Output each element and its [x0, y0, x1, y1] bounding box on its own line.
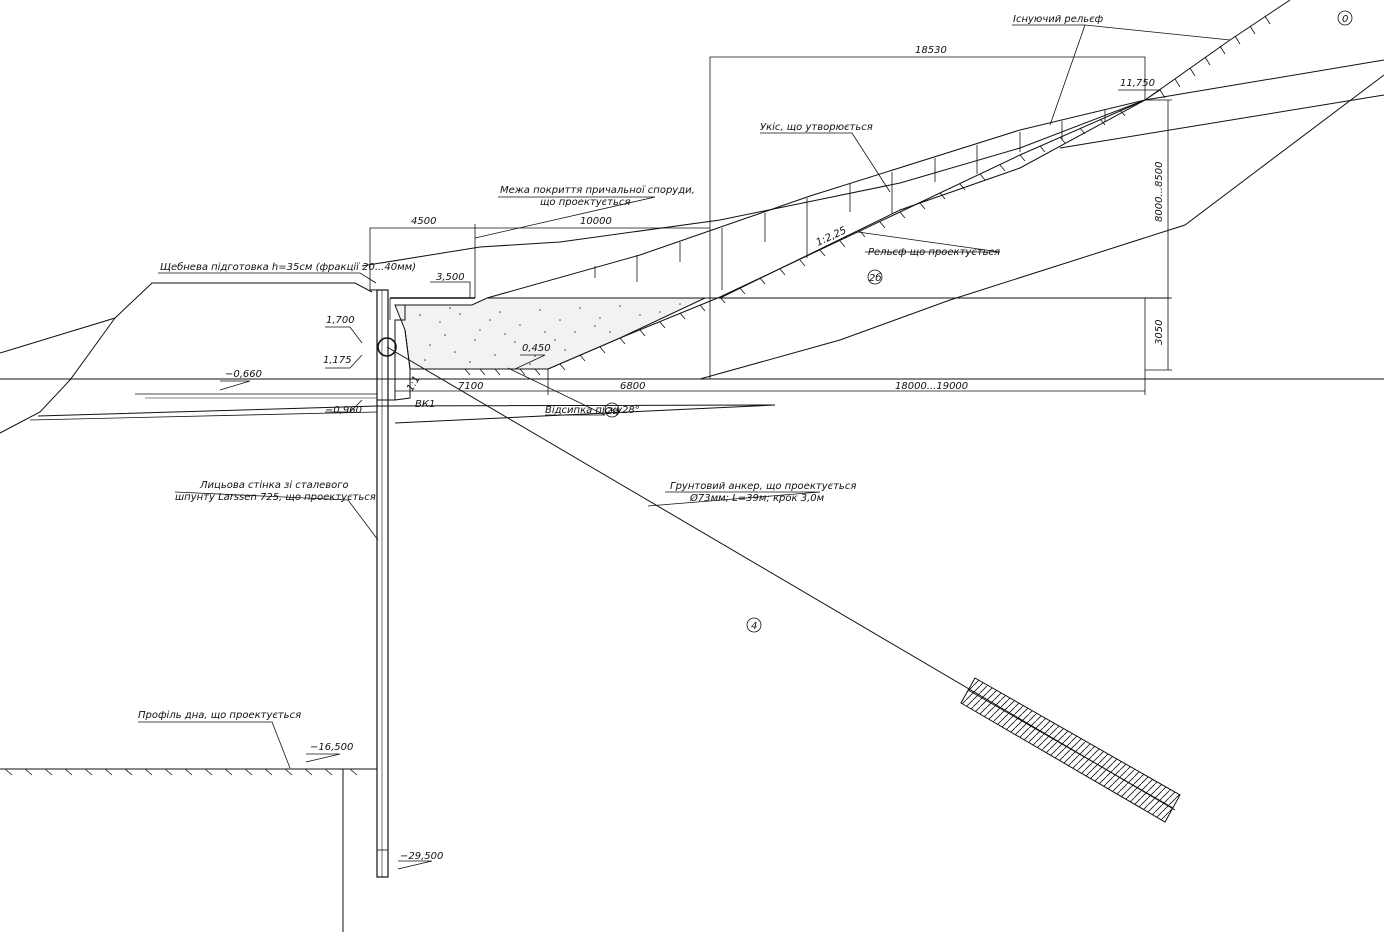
anchor-node	[377, 337, 397, 357]
elev-m16500: −16,500	[310, 742, 353, 753]
elev-0450: 0,450	[522, 343, 551, 354]
dim-frame-4500	[369, 227, 710, 290]
label-wall-1: Лицьова стінка зі сталевого	[199, 479, 349, 491]
dim-3050: 3050	[1154, 320, 1165, 345]
dim-8000: 8000...8500	[1154, 162, 1165, 222]
leader-lines	[138, 24, 1231, 769]
label-anchor-1: Грунтовий анкер, що проектується	[670, 481, 856, 492]
elev-m0960: −0,960	[325, 405, 362, 416]
label-coverage-1: Межа покриття причальної споруди,	[500, 185, 695, 196]
sheet-pile-wall	[376, 289, 389, 878]
label-coverage-2: що проектується	[540, 197, 630, 208]
label-slope-formed: Укіс, що утворюється	[760, 121, 873, 133]
elevation-marks	[219, 89, 1162, 870]
existing-relief-left-lower	[0, 317, 116, 434]
designed-relief-hatch	[559, 109, 1126, 371]
elev-m0660: −0,660	[225, 369, 262, 380]
anchor-grout-body	[960, 677, 1181, 823]
sand-dots	[419, 303, 681, 365]
elev-11750: 11,750	[1120, 78, 1155, 89]
relief-line-right-3	[699, 74, 1384, 380]
elev-1700: 1,700	[326, 315, 355, 326]
elev-3500: 3,500	[436, 272, 465, 283]
label-bottom-profile: Профіль дна, що проектується	[138, 709, 301, 721]
slope-formed	[486, 99, 1146, 299]
dim-6800: 6800	[620, 381, 645, 392]
label-slope-ratio-2: 1:1	[405, 374, 423, 393]
label-sand-fill: Відсипка піску	[545, 404, 623, 416]
relief-ticks	[1159, 15, 1271, 99]
dim-4500: 4500	[411, 216, 436, 227]
dim-frame-18530	[709, 56, 1146, 379]
label-gravel: Щебнева підготовка h=35см (фракції 20...…	[160, 261, 416, 273]
dim-10000: 10000	[580, 216, 612, 227]
anchor-grout-center	[967, 689, 1174, 809]
marker-2b	[867, 269, 883, 285]
label-anchor-2: Ø73мм; L=39м; крок 3,0м	[689, 492, 825, 504]
elev-1175: 1,175	[323, 355, 352, 366]
sand-fill-area	[394, 297, 706, 370]
ground-seg-hatch	[464, 368, 541, 376]
label-node-vk1: ВК1	[415, 399, 435, 410]
relief-line-right-2	[1144, 59, 1384, 101]
dim-7100: 7100	[458, 381, 483, 392]
slope-formed-ticks	[594, 110, 1106, 290]
label-wall-2: шпунту Larssen 725, що проектується	[175, 492, 376, 503]
label-angle: 28°	[622, 405, 640, 416]
sand-wedge	[37, 404, 776, 424]
marker-2b-text: 2б	[869, 272, 882, 284]
sand-wedge-2	[29, 411, 378, 421]
existing-relief-left	[0, 282, 373, 354]
marker-0	[1337, 10, 1353, 26]
existing-relief	[361, 0, 1291, 267]
bottom-hatch	[4, 768, 358, 776]
elev-m29500: −29,500	[400, 851, 443, 862]
marker-2a	[604, 402, 620, 418]
marker-4	[746, 617, 762, 633]
marker-0-text: 0	[1342, 14, 1348, 25]
dim-18000: 18000...19000	[895, 381, 968, 392]
label-existing-relief: Існуючий рельєф	[1013, 14, 1104, 25]
relief-line-right-4	[1059, 94, 1384, 149]
dim-18530: 18530	[915, 45, 947, 56]
marker-4-text: 4	[751, 621, 757, 632]
cap-beam-right	[394, 329, 411, 401]
label-relief-designed: Рельєф що проектується	[868, 247, 1000, 258]
marker-2a-text: 2а	[606, 406, 619, 417]
